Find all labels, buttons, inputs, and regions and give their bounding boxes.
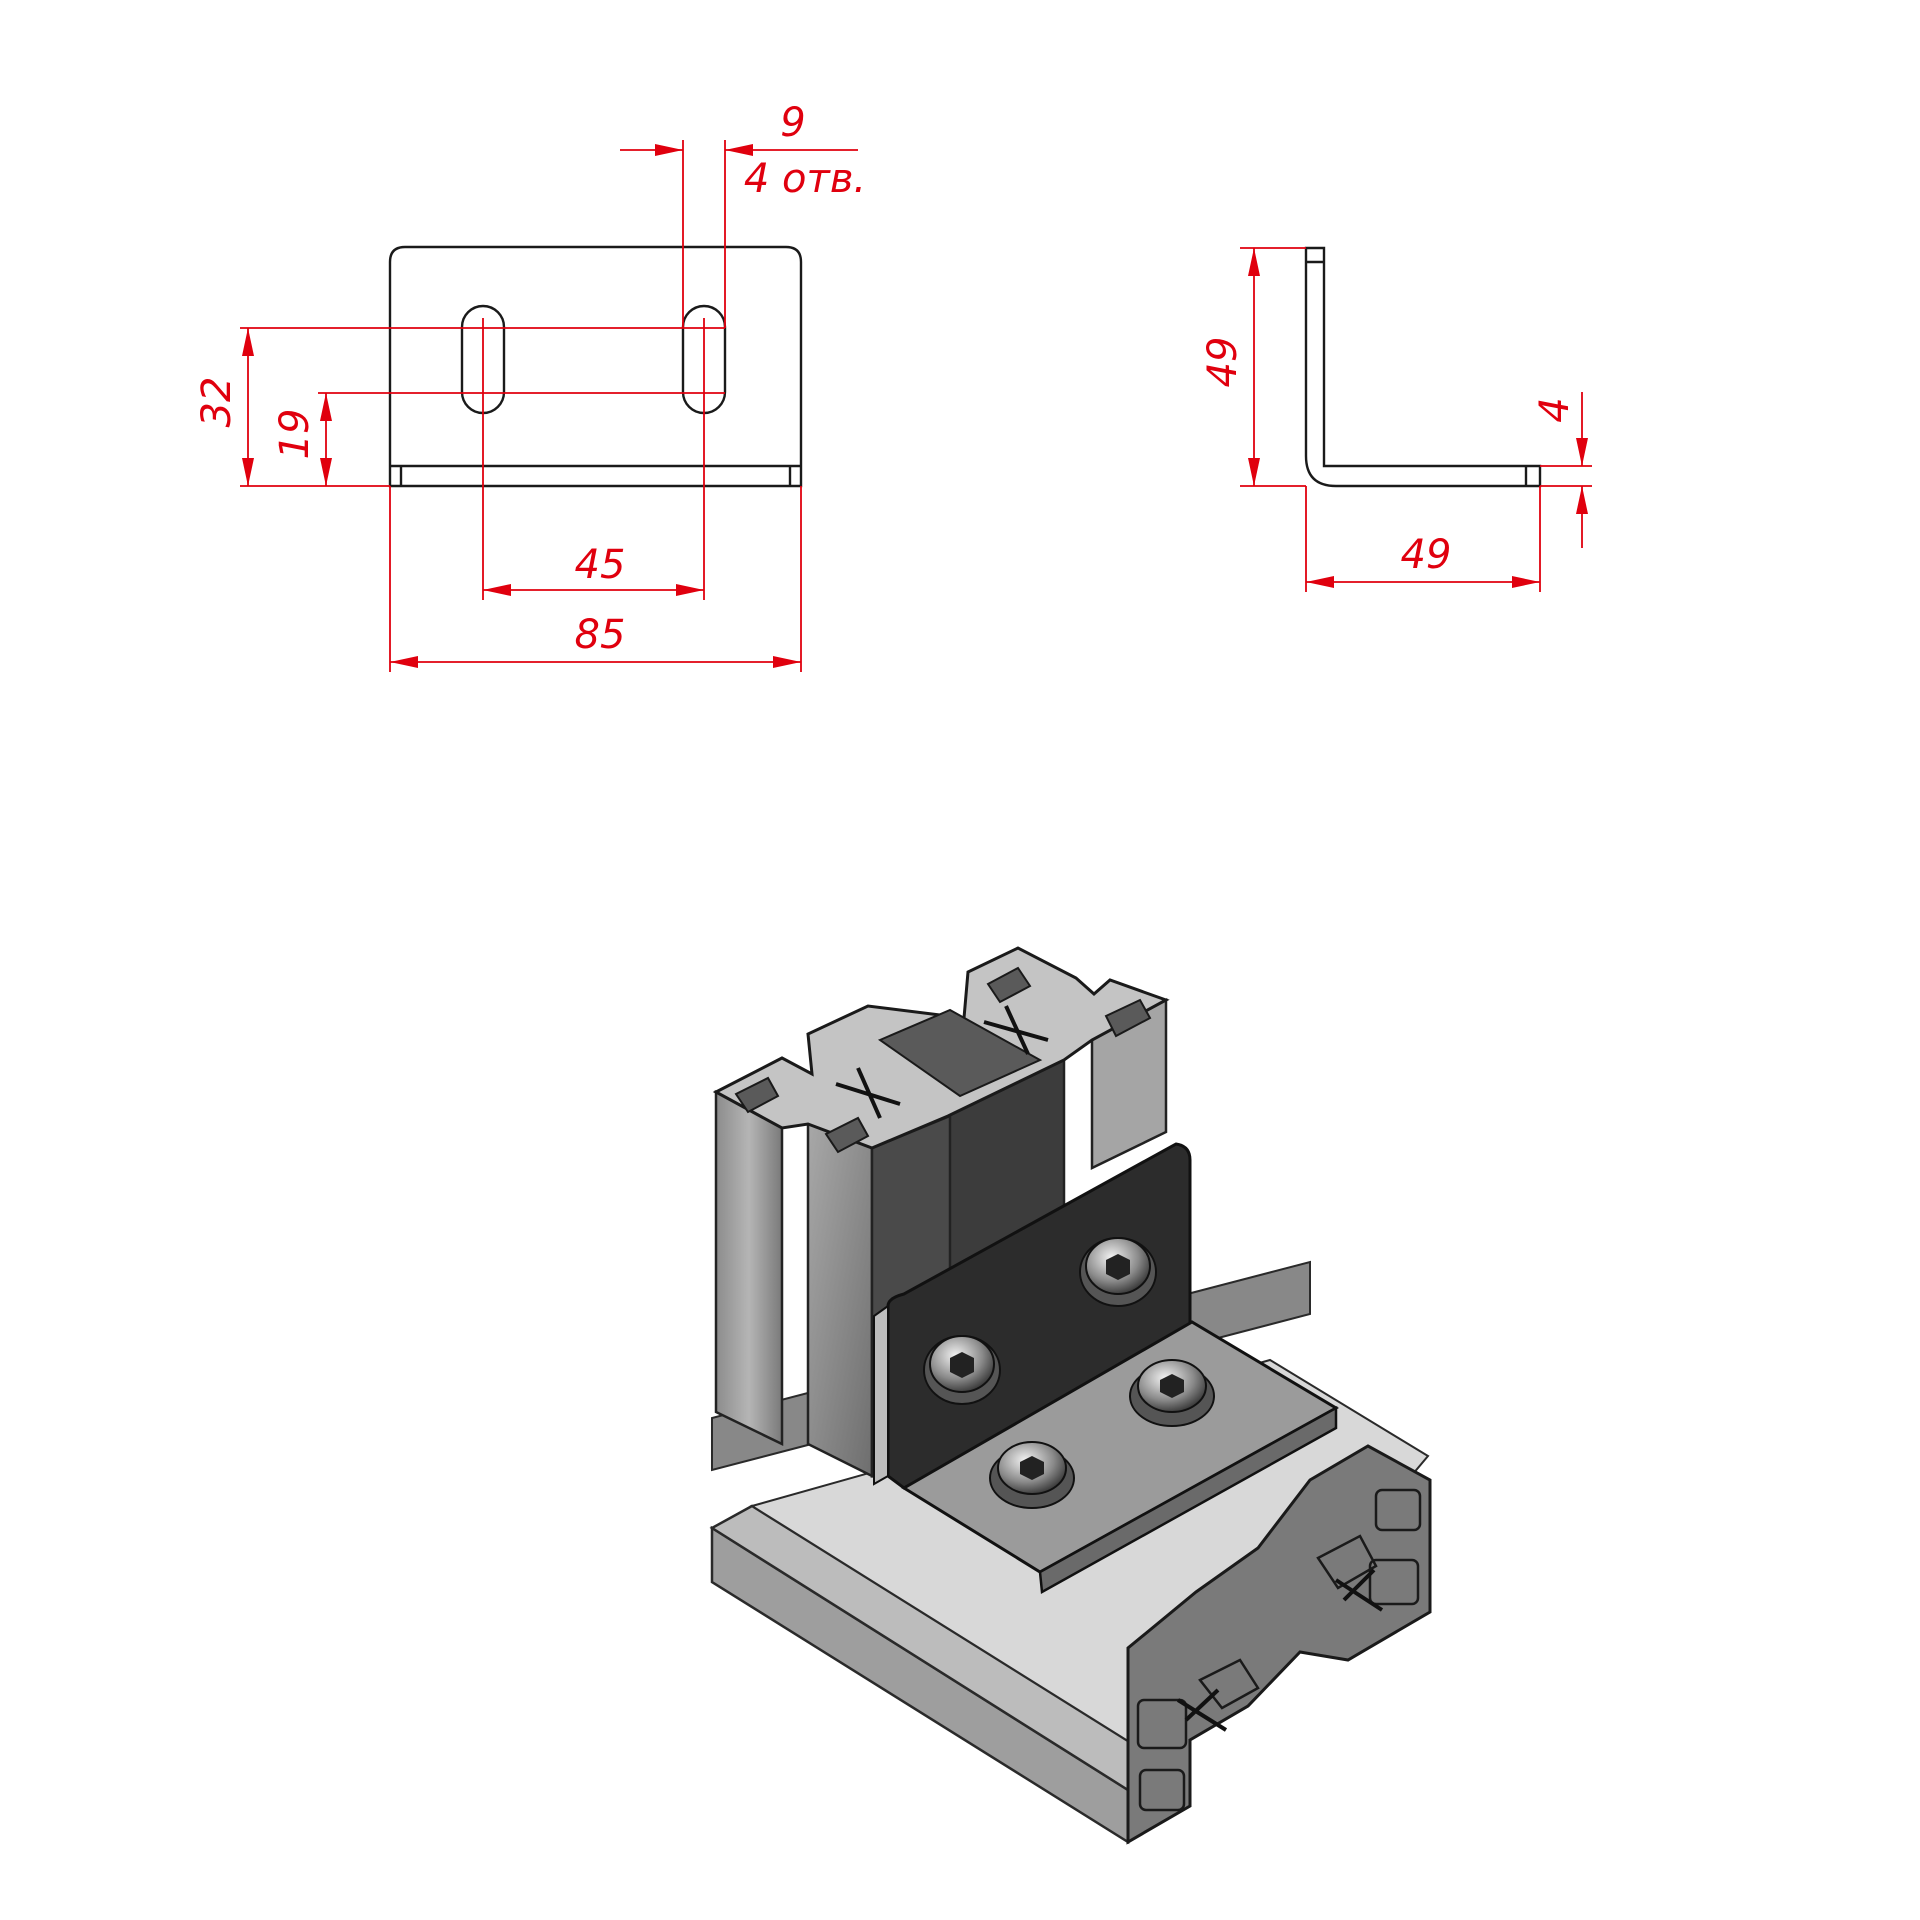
screw-4 <box>1129 1359 1215 1427</box>
dim-thickness: 4 <box>1532 397 1578 422</box>
button-head-screws <box>923 1237 1215 1509</box>
front-plate-outline <box>388 245 803 488</box>
screw-3 <box>989 1441 1075 1509</box>
front-view: 9 4 отв. 32 19 45 85 <box>194 100 866 672</box>
dim-leg-length: 49 <box>1401 532 1452 578</box>
dim-overall-width: 85 <box>575 612 626 658</box>
screw-2 <box>1079 1237 1157 1307</box>
dim-height-upper: 32 <box>194 377 240 428</box>
dim-slot-spacing: 45 <box>575 542 626 588</box>
dim-leg-height: 49 <box>1200 337 1246 388</box>
screw-1 <box>923 1335 1001 1405</box>
side-view: 49 49 4 <box>1200 246 1592 592</box>
isometric-assembly <box>709 946 1432 1845</box>
dim-slot-note: 4 отв. <box>744 156 866 202</box>
dim-height-lower: 19 <box>272 409 318 460</box>
side-profile-outline <box>1304 246 1542 488</box>
dim-slot-width: 9 <box>780 100 805 146</box>
